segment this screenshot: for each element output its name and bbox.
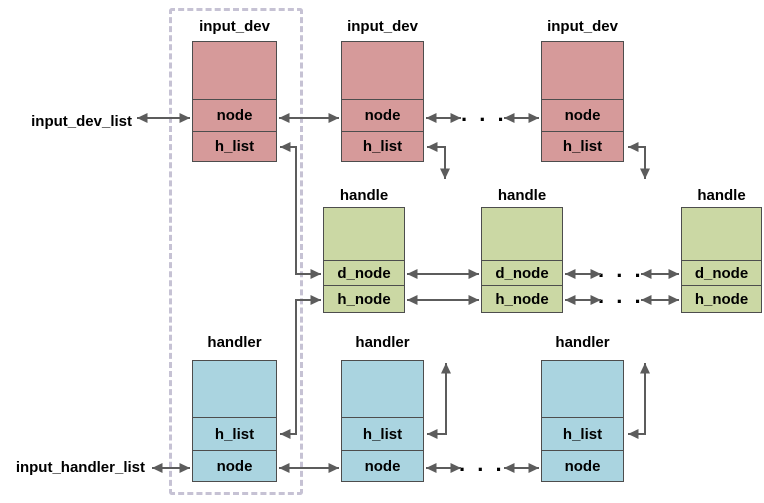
input-dev-1-node-field: node: [193, 99, 276, 131]
handler-2-body: [342, 361, 423, 417]
input-dev-3-hlist-field: h_list: [542, 131, 623, 161]
connector-handler3-hlist-up: [628, 363, 650, 439]
input-dev-title-3: input_dev: [547, 18, 618, 35]
input-dev-box-3: node h_list: [541, 41, 624, 162]
handle-3-hnode-field: h_node: [682, 285, 761, 312]
ellipsis-dots-handler-row: . . .: [459, 451, 505, 476]
handler-3-hlist-field: h_list: [542, 417, 623, 450]
input-dev-3-body: [542, 42, 623, 99]
handle-1-dnode-field: d_node: [324, 260, 404, 285]
input-dev-title-2: input_dev: [347, 18, 418, 35]
handle-3-dnode-field: d_node: [682, 260, 761, 285]
handler-3-body: [542, 361, 623, 417]
input-dev-2-node-field: node: [342, 99, 423, 131]
input-dev-2-body: [342, 42, 423, 99]
handler-title-1: handler: [207, 334, 262, 351]
input-dev-list-label: input_dev_list: [31, 113, 132, 130]
handler-3-node-field: node: [542, 450, 623, 481]
handle-2-body: [482, 208, 562, 260]
handle-box-2: d_node h_node: [481, 207, 563, 313]
handler-box-1: h_list node: [192, 360, 277, 482]
handle-3-body: [682, 208, 761, 260]
input-dev-3-node-field: node: [542, 99, 623, 131]
input-dev-title-1: input_dev: [199, 18, 270, 35]
handle-box-3: d_node h_node: [681, 207, 762, 313]
ellipsis-dots-hnode-row: . . .: [598, 283, 644, 308]
handler-1-hlist-field: h_list: [193, 417, 276, 450]
input-handler-list-label: input_handler_list: [15, 459, 145, 476]
handler-title-3: handler: [555, 334, 610, 351]
input-dev-1-hlist-field: h_list: [193, 131, 276, 161]
handler-box-3: h_list node: [541, 360, 624, 482]
handle-1-hnode-field: h_node: [324, 285, 404, 312]
handler-box-2: h_list node: [341, 360, 424, 482]
input-dev-2-hlist-field: h_list: [342, 131, 423, 161]
handle-box-1: d_node h_node: [323, 207, 405, 313]
handle-title-2: handle: [497, 187, 547, 204]
input-dev-box-1: node h_list: [192, 41, 277, 162]
ellipsis-dots-dnode-row: . . .: [598, 257, 644, 282]
handler-1-body: [193, 361, 276, 417]
handler-1-node-field: node: [193, 450, 276, 481]
connector-handler2-hlist-up: [427, 363, 451, 439]
connector-dev2-hlist-down: [427, 142, 450, 179]
handler-2-node-field: node: [342, 450, 423, 481]
handler-title-2: handler: [355, 334, 410, 351]
input-dev-1-body: [193, 42, 276, 99]
handle-title-1: handle: [339, 187, 389, 204]
handle-2-hnode-field: h_node: [482, 285, 562, 312]
handle-1-body: [324, 208, 404, 260]
ellipsis-dots-input-dev-row: . . .: [461, 101, 507, 126]
connector-dev3-hlist-down: [628, 142, 650, 179]
handler-2-hlist-field: h_list: [342, 417, 423, 450]
handle-title-3: handle: [697, 187, 746, 204]
handle-2-dnode-field: d_node: [482, 260, 562, 285]
input-dev-box-2: node h_list: [341, 41, 424, 162]
